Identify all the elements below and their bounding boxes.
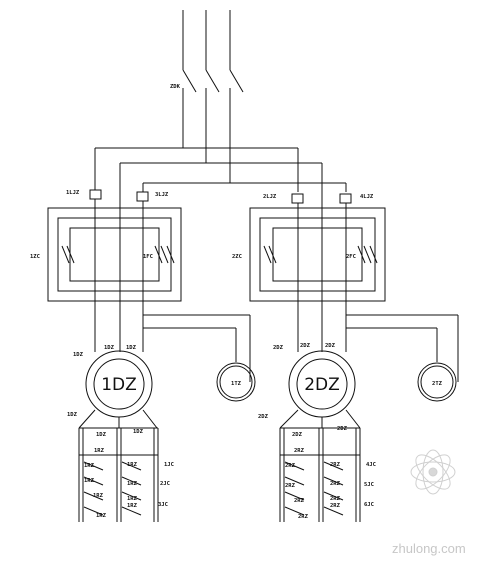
relay-label-4: 4LJZ <box>360 194 374 200</box>
bank-1-row-5: 1RZ <box>96 513 107 519</box>
aux-1-label: 1TZ <box>231 381 242 387</box>
motor-2-legs <box>279 409 361 522</box>
motor-2-in-label-b: 2DZ <box>300 343 311 349</box>
bank-2-side-1: 4JC <box>366 462 376 468</box>
bank-1-right-4: 1RZ <box>127 503 138 509</box>
contactor-2fc-label: 2FC <box>346 254 356 260</box>
bank-2-row-1: 2RZ <box>294 448 305 454</box>
relay-boxes <box>89 189 352 305</box>
relay-label-1: 1LJZ <box>66 190 80 196</box>
motor-2-out-label: 2DZ <box>258 414 269 420</box>
bank-1-row-2: 1RZ <box>84 463 95 469</box>
bank-2-row-4: 2RZ <box>294 498 305 504</box>
bank-2-right-2: 2RZ <box>330 481 341 487</box>
resistor-bank-1-steps <box>83 461 142 516</box>
motor-1-wiring <box>94 305 251 382</box>
motor-2-wiring <box>297 305 459 382</box>
contactor-block-2 <box>249 207 386 302</box>
motor-1-legs <box>78 409 159 522</box>
bank-2-side-2: 5JC <box>364 482 374 488</box>
bank-2-row-5: 2RZ <box>298 514 309 520</box>
motor-1-bottom-label-b: 1DZ <box>133 429 144 435</box>
bank-1-right-2: 1RZ <box>127 481 138 487</box>
bank-1-side-2: 2JC <box>160 481 170 487</box>
bank-2-row-3: 2RZ <box>285 483 296 489</box>
bank-1-side-1: 1JC <box>164 462 174 468</box>
contactor-2zc-label: 2ZC <box>232 254 242 260</box>
motor-1-bottom-label-a: 1DZ <box>96 432 107 438</box>
main-switch <box>182 69 244 183</box>
aux-2-label: 2TZ <box>432 381 443 387</box>
bank-1-row-4: 1RZ <box>93 493 104 499</box>
bank-1-side-3: 3JC <box>158 502 168 508</box>
watermark-text: zhulong.com <box>392 541 466 556</box>
bank-1-row-1: 1RZ <box>94 448 105 454</box>
relay-label-2: 3LJZ <box>155 192 169 198</box>
motor-2-label: 2DZ <box>304 375 340 395</box>
motor-2-in-label-a: 2DZ <box>273 345 284 351</box>
contactor-1fc-label: 1FC <box>143 254 153 260</box>
bank-2-row-2: 2RZ <box>285 463 296 469</box>
motor-2-bottom-label-a: 2DZ <box>292 432 303 438</box>
resistor-bank-2-steps <box>284 461 344 516</box>
bank-2-right-4: 2RZ <box>330 503 341 509</box>
motor-1-in-label-a: 1DZ <box>73 352 84 358</box>
main-switch-label: ZDK <box>170 84 181 90</box>
bank-2-right-1: 2RZ <box>330 462 341 468</box>
relay-label-3: 2LJZ <box>263 194 277 200</box>
motor-1-in-label-b: 1DZ <box>104 345 115 351</box>
bank-1-right-3: 1RZ <box>127 496 138 502</box>
aux-2 <box>417 362 457 402</box>
bank-2-right-3: 2RZ <box>330 496 341 502</box>
motor-1-in-label-c: 1DZ <box>126 345 137 351</box>
contactor-1zc-label: 1ZC <box>30 254 40 260</box>
bank-2-side-3: 6JC <box>364 502 374 508</box>
watermark-logo <box>410 449 456 495</box>
aux-1 <box>216 362 256 402</box>
motor-1-out-label: 1DZ <box>67 412 78 418</box>
contactor-block-1 <box>47 207 182 302</box>
bank-1-right-1: 1RZ <box>127 462 138 468</box>
motor-2-in-label-c: 2DZ <box>325 343 336 349</box>
bank-1-row-3: 1RZ <box>84 478 95 484</box>
motor-1-label: 1DZ <box>101 375 137 395</box>
incoming-lines <box>182 10 231 70</box>
motor-2-bottom-label-b: 2DZ <box>337 426 348 432</box>
